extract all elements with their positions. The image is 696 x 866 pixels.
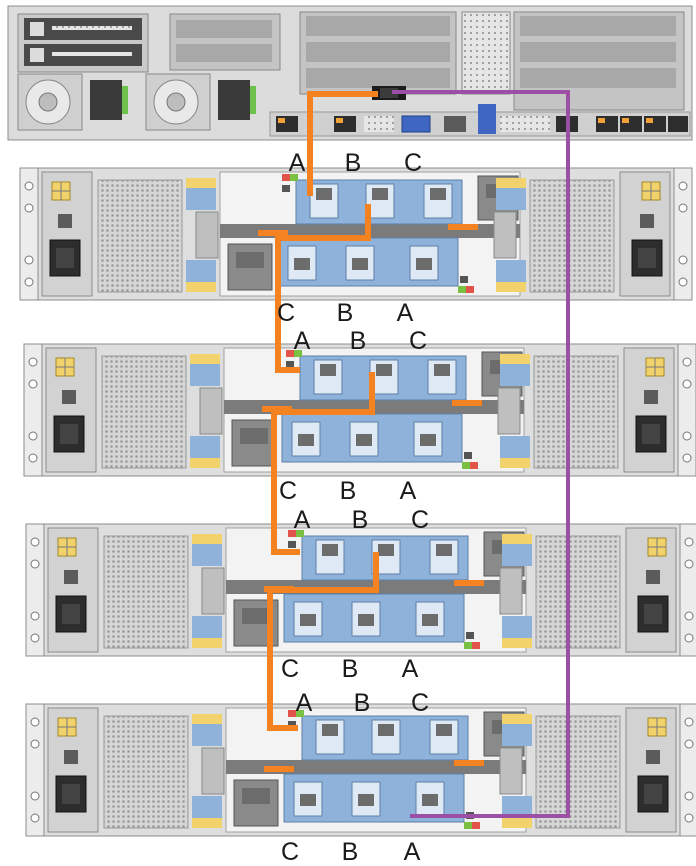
shelf2-bottom-label-c: C	[279, 477, 297, 505]
shelf4-bottom-label-c: C	[281, 838, 299, 866]
shelf2-top-label-b: B	[350, 327, 367, 355]
disk-shelves	[20, 168, 696, 836]
disk-shelf-1	[20, 168, 692, 300]
shelf2-bottom-label-b: B	[340, 477, 357, 505]
shelf3-top-label-a: A	[294, 506, 311, 534]
shelf4-bottom-label-b: B	[342, 838, 359, 866]
controller-server	[8, 6, 692, 140]
shelf2-bottom-label-a: A	[400, 477, 417, 505]
shelf4-top-label-b: B	[354, 689, 371, 717]
shelf1-bottom-label-b: B	[337, 299, 354, 327]
shelf3-bottom-label-a: A	[402, 655, 419, 683]
shelf3-top-label-c: C	[411, 506, 429, 534]
shelf1-top-label-a: A	[289, 149, 306, 177]
shelf3-top-label-b: B	[352, 506, 369, 534]
shelf1-bottom-label-a: A	[397, 299, 414, 327]
shelf2-top-label-c: C	[409, 327, 427, 355]
shelf3-bottom-label-c: C	[281, 655, 299, 683]
shelf2-top-label-a: A	[294, 327, 311, 355]
shelf1-top-label-b: B	[345, 149, 362, 177]
shelf4-top-label-c: C	[411, 689, 429, 717]
shelf4-bottom-label-a: A	[404, 838, 421, 866]
shelf1-top-label-c: C	[404, 149, 422, 177]
shelf1-bottom-label-c: C	[277, 299, 295, 327]
shelf4-top-label-a: A	[296, 689, 313, 717]
disk-shelf-4	[26, 704, 696, 836]
shelf3-bottom-label-b: B	[342, 655, 359, 683]
